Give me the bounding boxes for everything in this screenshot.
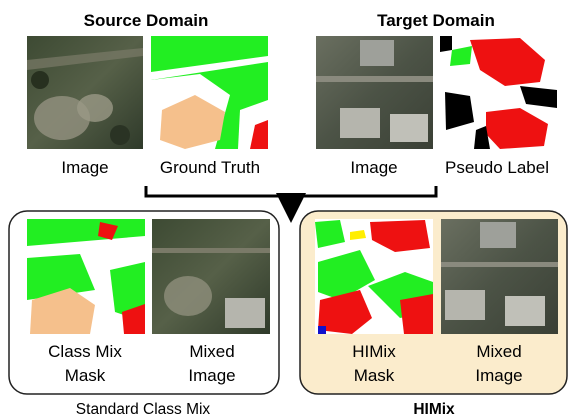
ground-truth-mask <box>151 36 268 149</box>
standard-mixed-label-line2: Image <box>188 366 235 385</box>
himix-mask-label-line1: HIMix <box>352 342 396 361</box>
target-image <box>316 36 433 149</box>
ground-truth-label: Ground Truth <box>160 158 260 177</box>
himix-mask <box>315 219 433 334</box>
standard-mixed-label-line1: Mixed <box>189 342 234 361</box>
target-image-label: Image <box>350 158 397 177</box>
himix-mixed-image <box>441 219 558 334</box>
pseudo-label-mask <box>440 36 557 149</box>
source-image-label: Image <box>61 158 108 177</box>
himix-mixed-label-line1: Mixed <box>476 342 521 361</box>
class-mix-label-line2: Mask <box>65 366 106 385</box>
class-mix-mask <box>27 219 145 334</box>
himix-mask-label-line2: Mask <box>354 366 395 385</box>
source-image <box>27 36 143 149</box>
pseudo-label-label: Pseudo Label <box>445 158 549 177</box>
himix-caption: HIMix <box>413 401 455 418</box>
standard-mixed-image <box>152 219 270 334</box>
target-domain-heading: Target Domain <box>377 11 495 30</box>
standard-class-mix-caption: Standard Class Mix <box>76 401 211 418</box>
source-domain-heading: Source Domain <box>84 11 209 30</box>
himix-mixed-label-line2: Image <box>475 366 522 385</box>
merge-connector <box>144 186 438 223</box>
class-mix-label-line1: Class Mix <box>48 342 122 361</box>
